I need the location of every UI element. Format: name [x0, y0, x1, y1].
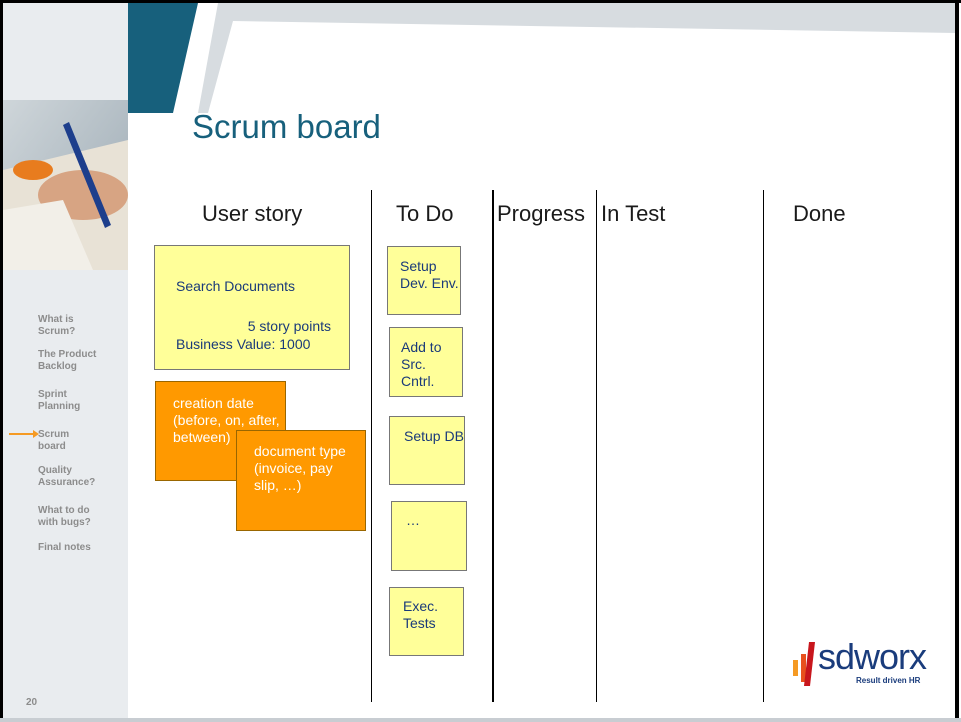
desk-photo — [3, 100, 128, 270]
nav-item-final-notes[interactable]: Final notes — [38, 542, 91, 553]
sdworx-logo-tagline: Result driven HR — [856, 676, 921, 685]
border-top — [0, 0, 961, 3]
todo-card[interactable]: Exec. Tests — [389, 587, 464, 656]
column-header-user-story: User story — [202, 201, 303, 226]
todo-card[interactable]: … — [391, 501, 467, 571]
subtask-label: creation date (before, on, after, betwee… — [173, 395, 280, 445]
column-divider — [371, 190, 372, 702]
todo-card-label: Add to Src. Cntrl. — [401, 339, 442, 389]
user-story-card[interactable]: Search Documents 5 story points Business… — [154, 245, 350, 370]
nav-item-scrum-board[interactable]: Scrum board — [38, 429, 70, 452]
current-section-arrow-icon — [9, 430, 39, 438]
column-divider — [492, 190, 494, 702]
todo-card-label: … — [406, 512, 420, 528]
nav-item-product-backlog[interactable]: The Product Backlog — [38, 349, 97, 372]
subtask-label: document type (invoice, pay slip, …) — [254, 443, 346, 493]
column-divider — [763, 190, 764, 702]
user-story-name: Search Documents — [176, 278, 296, 294]
column-header-in-test: In Test — [601, 201, 666, 226]
user-story-business-value: Business Value: 1000 — [176, 336, 311, 352]
todo-card[interactable]: Add to Src. Cntrl. — [389, 327, 463, 397]
column-header-progress: Progress — [497, 201, 586, 226]
sdworx-logo: sdworx Result driven HR — [790, 632, 940, 692]
todo-card-label: Setup Dev. Env. — [400, 258, 459, 291]
user-story-points: 5 story points — [247, 318, 331, 334]
header-graphic — [3, 3, 955, 113]
nav-item-what-is-scrum[interactable]: What is Scrum? — [38, 314, 76, 337]
todo-card-label: Exec. Tests — [403, 598, 439, 631]
column-header-done: Done — [793, 201, 846, 226]
todo-card-label: Setup DB — [404, 428, 464, 444]
border-left — [0, 0, 3, 722]
sdworx-logo-mark-icon — [793, 642, 815, 686]
column-header-todo: To Do — [396, 201, 454, 226]
nav-item-quality-assurance[interactable]: Quality Assurance? — [38, 465, 96, 488]
column-divider — [596, 190, 597, 702]
border-right — [955, 0, 959, 722]
page-number: 20 — [26, 697, 38, 708]
subtask-card-document-type[interactable]: document type (invoice, pay slip, …) — [236, 430, 366, 531]
slide-title: Scrum board — [192, 108, 381, 145]
nav-item-bugs[interactable]: What to do with bugs? — [38, 505, 91, 528]
nav-item-sprint-planning[interactable]: Sprint Planning — [38, 389, 81, 412]
todo-card[interactable]: Setup DB — [389, 416, 465, 485]
sdworx-logo-word: sdworx — [818, 636, 927, 677]
border-bottom — [0, 718, 961, 722]
todo-card[interactable]: Setup Dev. Env. — [387, 246, 461, 315]
